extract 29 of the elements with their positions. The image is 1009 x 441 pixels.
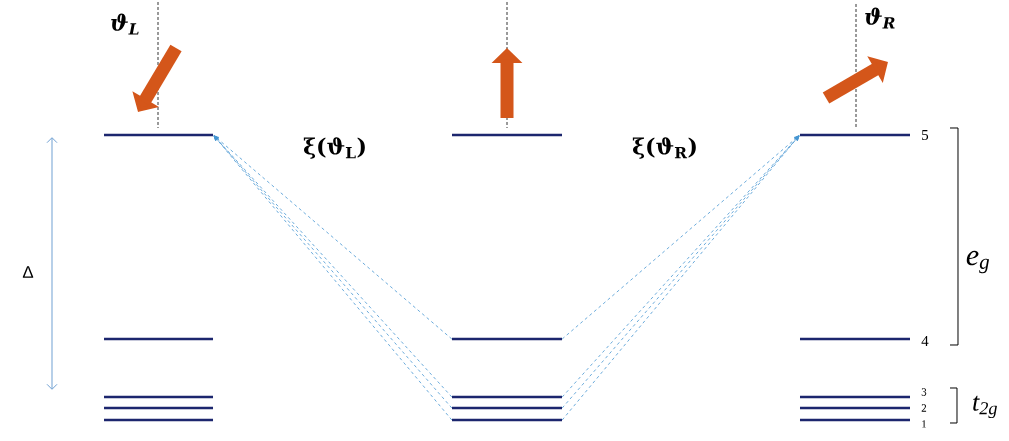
symbol-label: ϑ$_{R}$ [865, 7, 895, 29]
energy-level [104, 406, 213, 410]
energy-level [452, 133, 562, 137]
symbol-label: ϑ$_{L}$ [111, 13, 139, 35]
dashed-arrow [561, 135, 800, 340]
energy-level [452, 418, 562, 422]
energy-level [104, 337, 213, 341]
energy-level [452, 406, 562, 410]
symbol-label: t$_{2g}$ [973, 395, 997, 419]
level-number: 3 [921, 388, 927, 396]
energy-level [104, 418, 213, 422]
energy-level [800, 337, 910, 341]
symbol-label: Δ [22, 266, 34, 278]
symbol-label: ξ(ϑ$_{L}$) [303, 137, 365, 159]
energy-level [800, 418, 910, 422]
energy-level [104, 133, 213, 137]
dashed-arrow [213, 135, 453, 340]
symbol-label: ξ(ϑ$_{R}$) [632, 137, 696, 159]
energy-level [800, 395, 910, 399]
energy-level [452, 337, 562, 341]
energy-level [104, 395, 213, 399]
energy-level [800, 406, 910, 410]
symbol-label: e$_{g}$ [966, 250, 990, 274]
energy-level [800, 133, 910, 137]
energy-level [452, 395, 562, 399]
level-number: 2 [921, 404, 927, 412]
level-number: 1 [922, 420, 927, 428]
level-number: 5 [922, 130, 929, 140]
level-number: 4 [921, 336, 929, 346]
